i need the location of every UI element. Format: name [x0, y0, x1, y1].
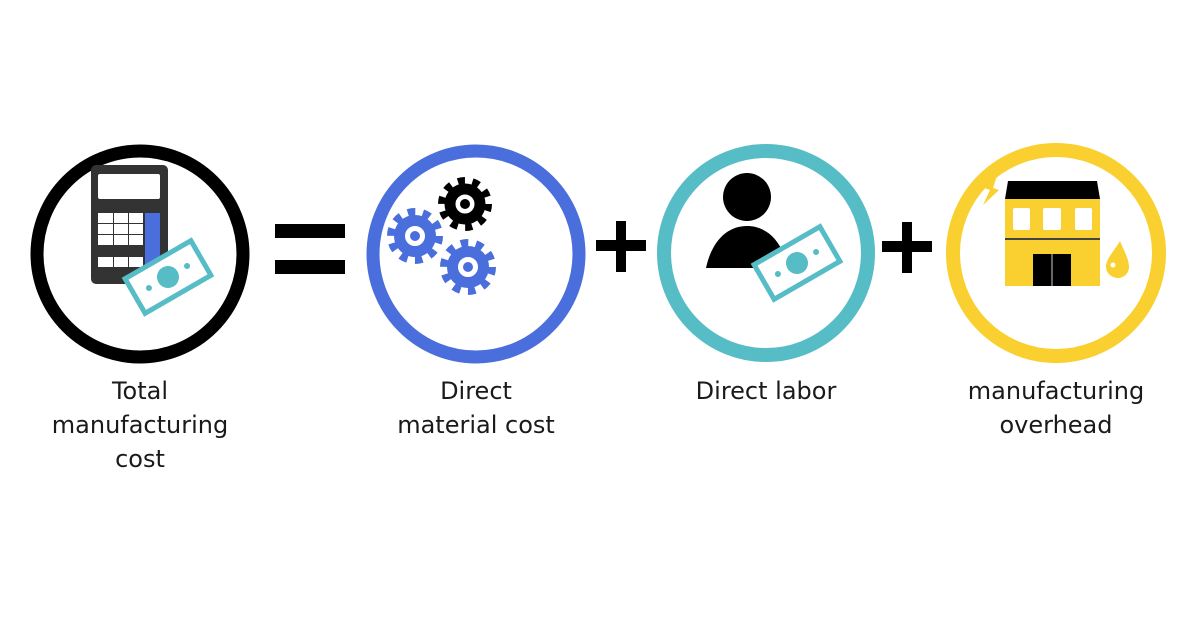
- label-direct-labor: Direct labor: [636, 374, 896, 408]
- equals-sign: [275, 224, 345, 274]
- label-line: Total: [111, 377, 169, 405]
- water-drop-icon: [1106, 241, 1129, 278]
- gears-icon: [387, 177, 496, 295]
- label-direct-material-cost: Direct material cost: [346, 374, 606, 442]
- label-line: material cost: [397, 411, 555, 439]
- plus-sign: [596, 221, 646, 272]
- plus-sign: [882, 222, 932, 273]
- label-manufacturing-overhead: manufacturing overhead: [926, 374, 1186, 442]
- labor-ring: [657, 144, 875, 362]
- label-line: manufacturing: [51, 411, 229, 439]
- label-line: Direct: [440, 377, 512, 405]
- lightning-icon: [983, 163, 1001, 205]
- overhead-ring: [946, 143, 1166, 363]
- label-line: manufacturing: [967, 377, 1145, 405]
- factory-building-icon: [1005, 181, 1100, 286]
- material-cost-ring: [366, 144, 586, 364]
- label-line: Direct labor: [695, 377, 837, 405]
- gear-icon: [387, 208, 443, 264]
- label-total-manufacturing-cost: Total manufacturing cost: [10, 374, 270, 476]
- gear-icon: [440, 239, 496, 295]
- calculator-icon: [91, 165, 168, 284]
- total-cost-ring: [30, 144, 250, 364]
- gear-icon: [438, 177, 492, 231]
- label-line: overhead: [999, 411, 1113, 439]
- money-bill-icon: [121, 237, 215, 317]
- label-line: cost: [115, 445, 165, 473]
- money-bill-icon: [750, 223, 844, 303]
